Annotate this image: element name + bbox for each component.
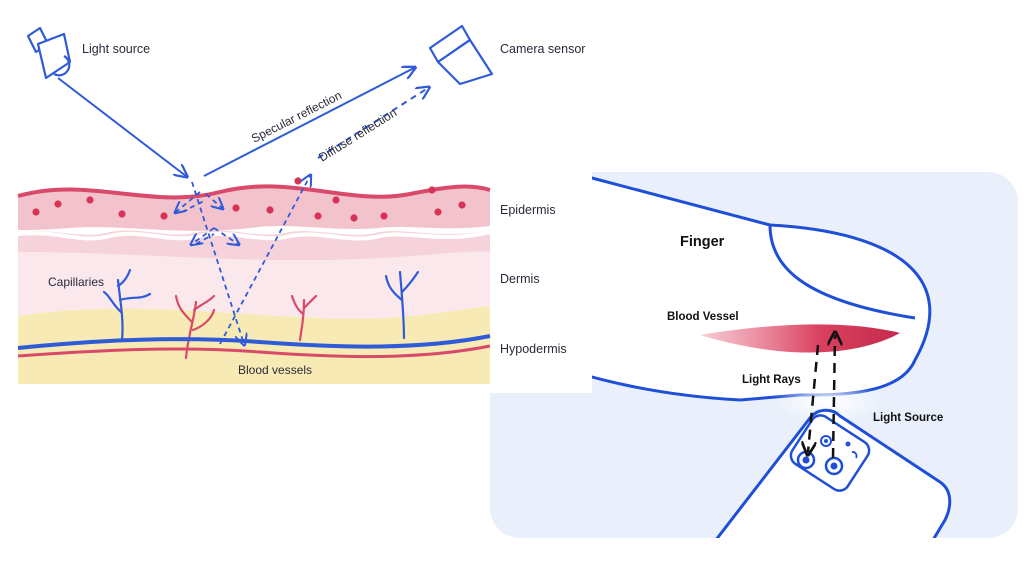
incident-light-ray [57,77,186,176]
blood-vessel-shape [700,324,900,353]
specular-reflection-ray [203,68,414,177]
blood-vessels-label: Blood vessels [238,363,312,377]
fingernail-outline [768,224,916,320]
light-source-icon [26,26,72,80]
light-glow [773,380,883,424]
hypodermis-layer [18,306,490,384]
finger-diagram: Finger Blood Vessel Light Rays Light Sou… [490,172,1018,538]
dermis-layer [18,251,490,319]
red-blood-vessel [17,344,491,359]
finger-label: Finger [680,234,725,250]
epidermis-cells [32,177,466,222]
light-source-label: Light source [82,42,150,56]
blood-vessel-label: Blood Vessel [667,311,739,323]
blue-blood-vessel [17,334,491,350]
camera-sensor-label: Camera sensor [500,42,585,56]
camera-sensor-icon [428,24,494,86]
hypodermis-label: Hypodermis [500,342,567,356]
capillaries-label: Capillaries [48,275,104,289]
epidermis-label: Epidermis [500,203,556,217]
scattered-light-paths [176,176,310,344]
camera-lenses [796,435,858,476]
skin-diagram: Light source Camera sensor Specular refl… [0,0,592,393]
light-rays-arrows [808,335,835,459]
red-capillaries [174,294,318,360]
light-rays-label: Light Rays [742,374,801,386]
dermis-label: Dermis [500,272,540,286]
skin-surface-line [17,184,491,200]
blue-capillaries [102,268,420,342]
light-source-label-right: Light Source [873,412,943,424]
skin-wavy-line [17,230,491,241]
